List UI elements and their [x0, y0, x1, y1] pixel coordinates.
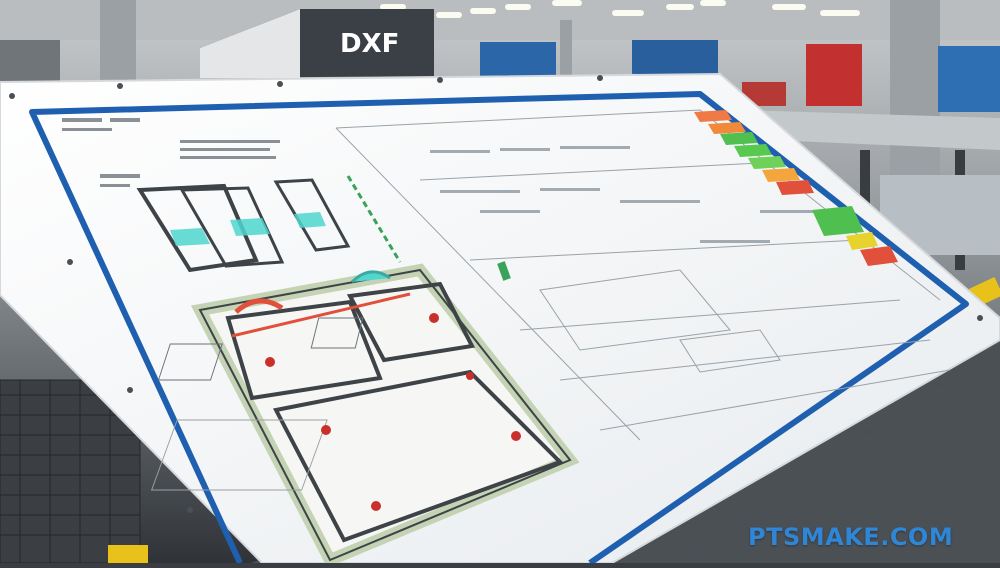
ptsmake-watermark: PTSMAKE.COM [748, 523, 954, 551]
schematic-text [430, 146, 820, 243]
dxf-badge-side [200, 9, 300, 78]
dashed-green-line [346, 175, 402, 263]
green-tag [497, 261, 511, 281]
legend-swatches [694, 110, 898, 266]
red-markers [265, 313, 521, 511]
ceiling [0, 0, 1000, 40]
blue-frame-border [29, 91, 969, 566]
dxf-badge-text: DXF [340, 29, 399, 59]
yellow-rail-bottom [108, 545, 148, 563]
grid-tables [150, 317, 364, 491]
workbench [740, 110, 1000, 270]
title-block-text [62, 118, 280, 187]
drawing-board [0, 72, 1000, 564]
cyan-zones-upper [170, 212, 326, 246]
ceiling-lights [380, 0, 860, 18]
board-screws [9, 75, 983, 549]
floor-plan-main [190, 263, 580, 568]
background-machines [0, 40, 1000, 112]
